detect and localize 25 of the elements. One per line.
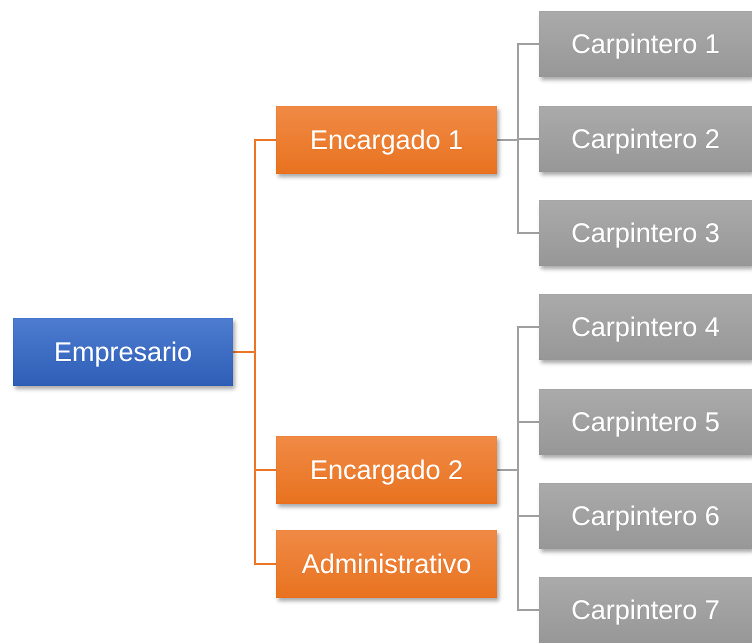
box-label: Encargado 2 [310,454,464,486]
box-label: Carpintero 6 [571,500,720,532]
org-box [539,11,752,77]
org-box [276,106,497,174]
box-label: Carpintero 3 [571,218,720,248]
box-label: Encargado 1 [310,124,464,156]
org-box [539,577,752,643]
box-label: Carpintero 1 [571,28,720,60]
connector-line [497,139,539,234]
box-label: Administrativo [302,548,472,580]
org-box [539,389,752,455]
box-label: Carpintero 5 [571,406,720,438]
box-label: Empresario [54,336,192,368]
org-box [539,483,752,549]
box-label: Carpintero 4 [571,312,720,342]
org-box [539,200,752,266]
box-label: Carpintero 7 [571,594,720,626]
connector-line [233,351,276,565]
org-box [539,106,752,172]
org-box [539,294,752,360]
org-box [276,436,497,504]
org-box [276,530,497,598]
box-label: Carpintero 2 [571,124,720,154]
connector-line [497,469,539,611]
org-box [13,318,233,386]
